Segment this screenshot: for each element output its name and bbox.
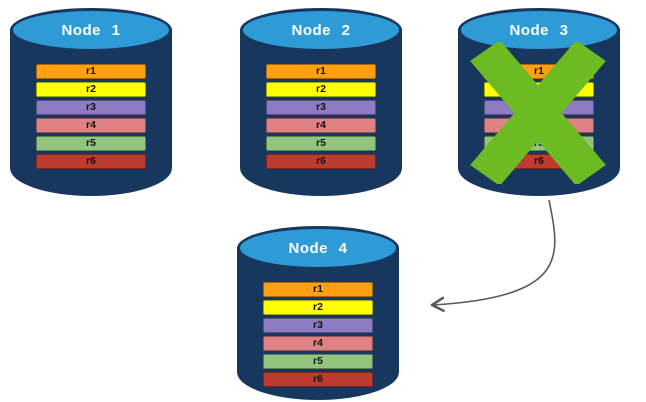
node-2-row-r4: r4 — [266, 118, 376, 133]
node-1-title: Node 1 — [61, 21, 121, 39]
node-2-rows: r1 r2 r3 r4 r5 r6 — [266, 64, 376, 172]
node-4-row-r1: r1 — [263, 282, 373, 297]
node-4-rows: r1 r2 r3 r4 r5 r6 — [263, 282, 373, 390]
node-2-row-r1: r1 — [266, 64, 376, 79]
node-1-row-r2: r2 — [36, 82, 146, 97]
failure-x-icon — [470, 42, 606, 184]
node-3-cylinder-top: Node 3 — [458, 8, 620, 52]
node-4: Node 4 r1 r2 r3 r4 r5 r6 — [237, 226, 399, 400]
node-1-row-r5: r5 — [36, 136, 146, 151]
node-2-cylinder-top: Node 2 — [240, 8, 402, 52]
node-3-title: Node 3 — [509, 21, 569, 39]
node-1-row-r4: r4 — [36, 118, 146, 133]
node-1-row-r3: r3 — [36, 100, 146, 115]
node-4-row-r4: r4 — [263, 336, 373, 351]
node-1-cylinder-top: Node 1 — [10, 8, 172, 52]
node-3: Node 3 r1 r2 r3 r4 r5 r6 — [458, 8, 620, 196]
node-1-rows: r1 r2 r3 r4 r5 r6 — [36, 64, 146, 172]
node-4-row-r5: r5 — [263, 354, 373, 369]
node-4-row-r6: r6 — [263, 372, 373, 387]
node-2-row-r5: r5 — [266, 136, 376, 151]
node-1-row-r6: r6 — [36, 154, 146, 169]
node-4-title: Node 4 — [288, 239, 348, 257]
node-4-cylinder-top: Node 4 — [237, 226, 399, 270]
node-1: Node 1 r1 r2 r3 r4 r5 r6 — [10, 8, 172, 196]
node-2-row-r2: r2 — [266, 82, 376, 97]
node-1-row-r1: r1 — [36, 64, 146, 79]
node-2-title: Node 2 — [291, 21, 351, 39]
node-2-row-r3: r3 — [266, 100, 376, 115]
node-4-row-r3: r3 — [263, 318, 373, 333]
node-2: Node 2 r1 r2 r3 r4 r5 r6 — [240, 8, 402, 196]
node-4-row-r2: r2 — [263, 300, 373, 315]
node-2-row-r6: r6 — [266, 154, 376, 169]
